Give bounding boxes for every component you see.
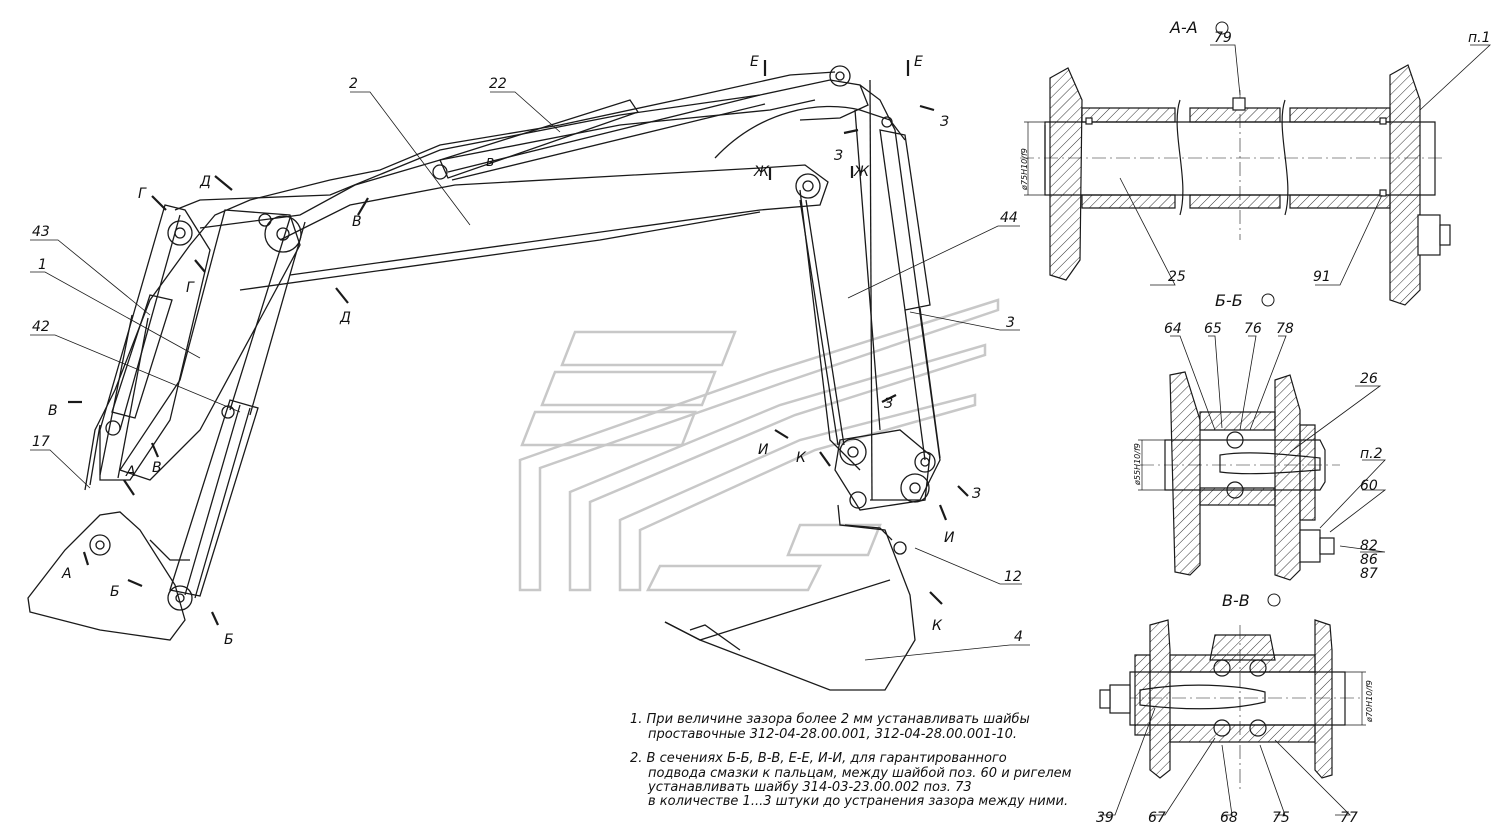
note-2-line-3: устанавливать шайбу 314-03-23.00.002 поз… (647, 780, 972, 795)
cut-letter-d1: Д (199, 174, 211, 190)
part-label-44: 44 (1000, 210, 1018, 226)
cut-letter-k2: К (932, 618, 943, 634)
cut-letter-v2: В (48, 403, 58, 419)
cut-letter-z3: З (884, 396, 893, 412)
part-label-pn1: п.1 (1468, 30, 1491, 46)
part-label-1: 1 (38, 257, 47, 273)
cut-letter-i1: И (758, 442, 769, 458)
part-label-87: 87 (1360, 566, 1378, 582)
part-label-77: 77 (1340, 810, 1358, 826)
part-label-60: 60 (1360, 478, 1378, 494)
cut-letter-v-small: в (486, 154, 494, 170)
part-label-4: 4 (1014, 629, 1023, 645)
part-label-76: 76 (1244, 321, 1262, 337)
dimension-bb: ø55H10/f9 (1133, 443, 1142, 486)
cut-letter-g2: Г (186, 280, 195, 296)
rotation-icon (1261, 293, 1275, 307)
watermark-logo (518, 298, 1000, 592)
part-label-67: 67 (1148, 810, 1166, 826)
technical-notes: 1. При величине зазора более 2 мм устана… (630, 712, 1072, 809)
note-2-line-1: 2. В сечениях Б-Б, В-В, Е-Е, И-И, для га… (630, 751, 1007, 766)
part-label-42: 42 (32, 319, 50, 335)
part-label-22: 22 (489, 76, 507, 92)
cut-letter-e2: Е (914, 54, 923, 70)
part-label-3: 3 (1006, 315, 1015, 331)
section-bb-view (1138, 335, 1387, 581)
section-title-vv: В-В (1222, 591, 1250, 610)
part-label-26: 26 (1360, 371, 1378, 387)
part-label-68: 68 (1220, 810, 1238, 826)
leader-lines (30, 91, 1030, 661)
section-cut-letters: Е Е Д Г Г В в Д В В А А Б Б З З Ж Ж И К … (48, 54, 981, 648)
cut-letter-v1: В (352, 214, 362, 230)
cut-letter-zh2: Ж (853, 164, 870, 180)
part-label-2: 2 (349, 76, 358, 92)
section-cut-marks (68, 60, 969, 626)
section-titles: А-А Б-Б В-В (1169, 18, 1281, 610)
part-label-64: 64 (1164, 321, 1182, 337)
cut-letter-a1: А (125, 464, 136, 480)
part-label-39: 39 (1096, 810, 1114, 826)
cut-letter-z1: З (834, 148, 843, 164)
cut-letter-g1: Г (138, 186, 147, 202)
dimension-labels: ø75H10/f9 ø55H10/f9 ø70H10/f9 (1020, 148, 1374, 723)
rotation-icon (1215, 21, 1229, 35)
section-aa-view (1020, 44, 1492, 306)
part-label-86: 86 (1360, 552, 1378, 568)
section-title-aa: А-А (1169, 18, 1198, 37)
part-label-82: 82 (1360, 538, 1378, 554)
rotation-icon (1267, 593, 1281, 607)
part-number-labels: 2 22 43 1 42 17 44 3 12 4 79 п.1 25 91 6… (32, 30, 1491, 826)
section-vv-view (1099, 619, 1366, 816)
cut-letter-i2: И (944, 530, 955, 546)
cut-letter-z2: З (940, 114, 949, 130)
note-2-line-2: подвода смазки к пальцам, между шайбой п… (648, 766, 1072, 781)
part-label-78: 78 (1276, 321, 1294, 337)
cut-letter-b1: Б (110, 584, 120, 600)
cut-letter-e1: Е (750, 54, 759, 70)
note-1-line-2: проставочные 312-04-28.00.001, 312-04-28… (648, 727, 1017, 742)
part-label-43: 43 (32, 224, 50, 240)
part-label-17: 17 (32, 434, 50, 450)
dimension-vv: ø70H10/f9 (1365, 680, 1374, 723)
part-label-79: 79 (1214, 30, 1232, 46)
part-label-75: 75 (1272, 810, 1290, 826)
excavator-arm-assembly (27, 65, 941, 691)
cut-letter-b2: Б (224, 632, 234, 648)
part-label-91: 91 (1313, 269, 1331, 285)
cut-letter-v3: В (152, 460, 162, 476)
part-label-pn2: п.2 (1360, 446, 1383, 462)
part-label-12: 12 (1004, 569, 1022, 585)
section-title-bb: Б-Б (1215, 291, 1243, 310)
part-label-25: 25 (1168, 269, 1186, 285)
cut-letter-zh1: Ж (753, 164, 770, 180)
note-1-line-1: 1. При величине зазора более 2 мм устана… (630, 712, 1030, 727)
dimension-aa: ø75H10/f9 (1020, 148, 1029, 191)
part-label-65: 65 (1204, 321, 1222, 337)
note-2-line-4: в количестве 1...3 штуки до устранения з… (648, 794, 1068, 809)
cut-letter-z4: З (972, 486, 981, 502)
cut-letter-d2: Д (339, 310, 351, 326)
cut-letter-a2: А (61, 566, 72, 582)
cut-letter-k1: К (796, 450, 807, 466)
